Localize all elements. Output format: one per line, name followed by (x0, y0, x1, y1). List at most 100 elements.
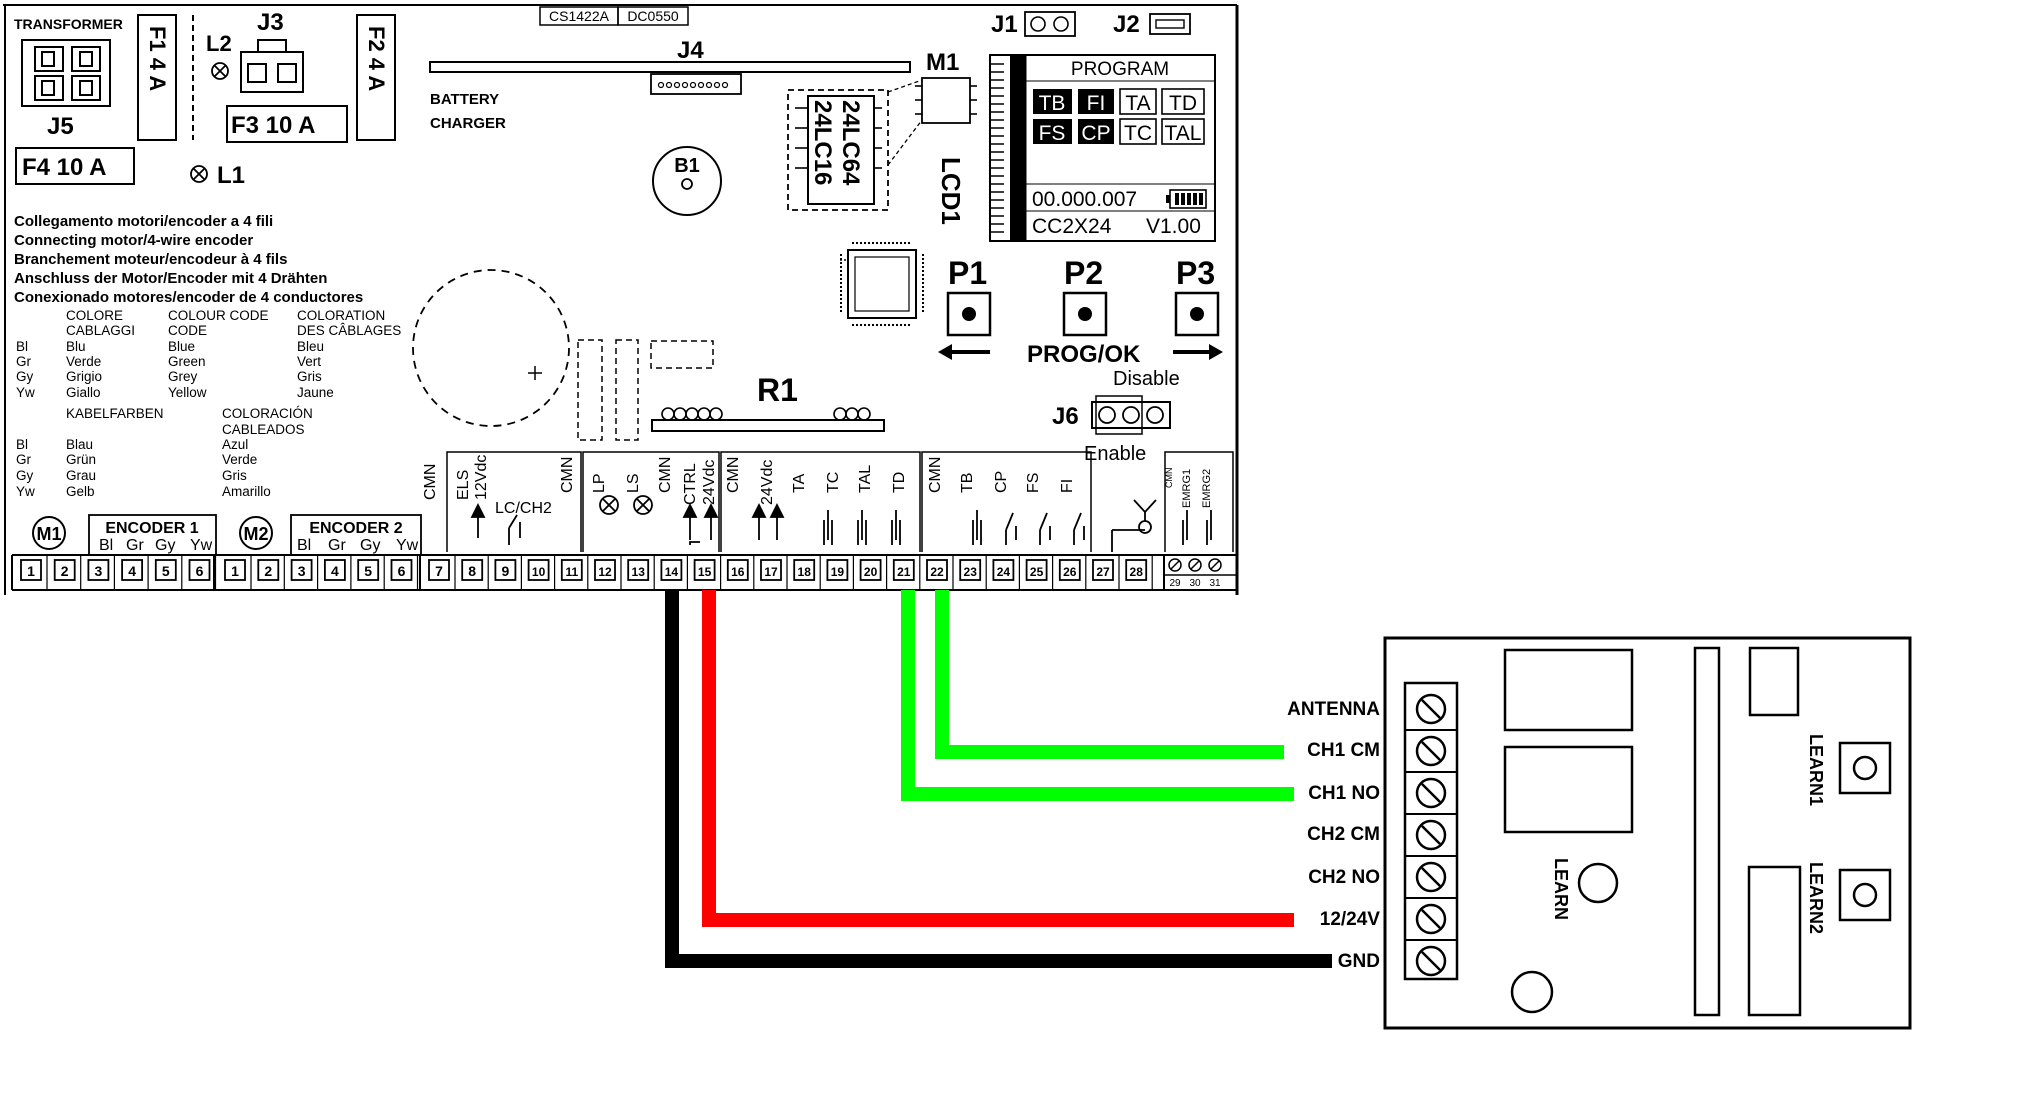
p2-button[interactable] (1062, 291, 1108, 337)
learn-label: LEARN (1551, 858, 1571, 920)
chip-24lc64: 24LC64 (837, 100, 864, 186)
header-coloracion: COLORACIÓN (222, 406, 313, 421)
label-fs: FS (1025, 473, 1042, 493)
motor-m2: M2 (239, 516, 273, 550)
led-l1-label: L1 (217, 162, 245, 189)
label-cmn-16: CMN (725, 457, 742, 493)
j2-connector (1149, 13, 1191, 35)
enc1-gr: Gr (126, 537, 144, 554)
learn1-button[interactable] (1838, 741, 1892, 795)
j5-label: J5 (47, 113, 74, 140)
receiver-screw-3 (1405, 771, 1457, 809)
de-3: Gelb (66, 484, 95, 499)
terminal-number: 16 (731, 565, 745, 579)
en-3: Yellow (168, 385, 207, 400)
terminal-28: 28 (1125, 555, 1153, 590)
pin-gnd-label: GND (1338, 951, 1380, 972)
j2-label: J2 (1113, 11, 1140, 38)
it-0: Blu (66, 339, 86, 354)
terminal-number: 21 (897, 565, 911, 579)
j5-connector (21, 39, 111, 107)
note-it: Collegamento motori/encoder a 4 fili (14, 213, 273, 230)
terminal-number: 20 (864, 565, 878, 579)
chip-24lc16: 24LC16 (809, 100, 836, 185)
j6-jumper[interactable] (1091, 395, 1171, 435)
enc1-gy: Gy (155, 537, 175, 554)
label-lp: LP (591, 473, 608, 493)
lcd-td: TD (1169, 92, 1197, 115)
p1-label: P1 (948, 255, 987, 291)
terminal-27: 27 (1092, 555, 1120, 590)
pin-antenna-label: ANTENNA (1287, 699, 1380, 720)
lcd-version: V1.00 (1146, 215, 1201, 238)
m1-module-label: M1 (926, 49, 959, 76)
terminal-number: 12 (598, 565, 612, 579)
terminal-number: 26 (1063, 565, 1077, 579)
fuse-f2: F2 4 A (364, 26, 389, 91)
p1-button[interactable] (946, 291, 992, 337)
terminal-21: 21 (892, 555, 921, 590)
enc2-bl: Bl (297, 537, 311, 554)
p3-button[interactable] (1174, 291, 1220, 337)
motor-m1: M1 (32, 516, 66, 550)
fr-2: Gris (297, 369, 322, 384)
terminal-number: 24 (997, 565, 1011, 579)
label-24vdc-17: 24Vdc (759, 460, 776, 505)
en-1: Green (168, 354, 206, 369)
de-0: Blau (66, 437, 93, 452)
wires (665, 590, 1332, 968)
j1-label: J1 (991, 11, 1018, 38)
terminal-number: 25 (1030, 565, 1044, 579)
pin-power-label: 12/24V (1320, 909, 1381, 930)
terminal-number: 5 (364, 563, 372, 579)
es-1: Verde (222, 452, 257, 467)
lcd-tb: TB (1039, 92, 1066, 115)
receiver-screw-6 (1405, 897, 1457, 935)
header-cableados: CABLEADOS (222, 422, 305, 437)
receiver-antenna-strip (1693, 646, 1721, 1017)
it-3: Giallo (66, 385, 101, 400)
lcd-fs: FS (1039, 122, 1066, 145)
learn2-button[interactable] (1838, 868, 1892, 922)
terminal-20: 20 (859, 555, 888, 590)
terminal-15: 15 (693, 555, 722, 590)
en-0: Blue (168, 339, 195, 354)
it-2: Grigio (66, 369, 102, 384)
arrow-right-icon (1173, 344, 1223, 360)
de-1: Grün (66, 452, 96, 467)
relay-2 (1503, 745, 1634, 834)
transformer-label: TRANSFORMER (14, 16, 123, 32)
terminal-number: 2 (61, 563, 69, 579)
terminal-enc1-2: 2 (53, 555, 82, 590)
wire-gnd (665, 590, 1332, 968)
terminal-number: 5 (162, 563, 170, 579)
lcd-model: CC2X24 (1032, 215, 1112, 238)
wiring-note: Collegamento motori/encoder a 4 fili Con… (14, 213, 363, 306)
label-cmn-7: CMN (422, 464, 439, 500)
label-tb: TB (959, 473, 976, 493)
header-colour-code: COLOUR CODE (168, 308, 269, 323)
header-kabelfarben: KABELFARBEN (66, 406, 164, 421)
fuse-f1: F1 4 A (145, 26, 170, 91)
terminal-enc1-3: 3 (87, 555, 116, 590)
wire-power (702, 590, 1294, 927)
battery-label: BATTERY (430, 91, 499, 108)
label-cp: CP (993, 471, 1010, 493)
battery-icon (1166, 189, 1207, 209)
enc1-yw: Yw (190, 537, 213, 554)
terminal-number: 6 (398, 563, 406, 579)
terminal-number: 9 (502, 563, 510, 579)
terminal-number: 2 (264, 563, 272, 579)
prog-ok-label: PROG/OK (1027, 341, 1141, 368)
abbr-gy: Gy (16, 369, 34, 384)
terminal-number: 11 (565, 565, 578, 579)
enc2-yw: Yw (396, 537, 419, 554)
terminal-enc2-2: 2 (257, 555, 285, 590)
color-code-table: COLORE CABLAGGI COLOUR CODE CODE COLORAT… (16, 308, 401, 499)
terminal-enc2-4: 4 (323, 555, 352, 590)
enc2-gy: Gy (360, 537, 380, 554)
pin-ch1-cm-label: CH1 CM (1307, 740, 1380, 761)
terminal-number: 4 (331, 563, 339, 579)
terminal-number: 1 (231, 563, 239, 579)
it-1: Verde (66, 354, 101, 369)
